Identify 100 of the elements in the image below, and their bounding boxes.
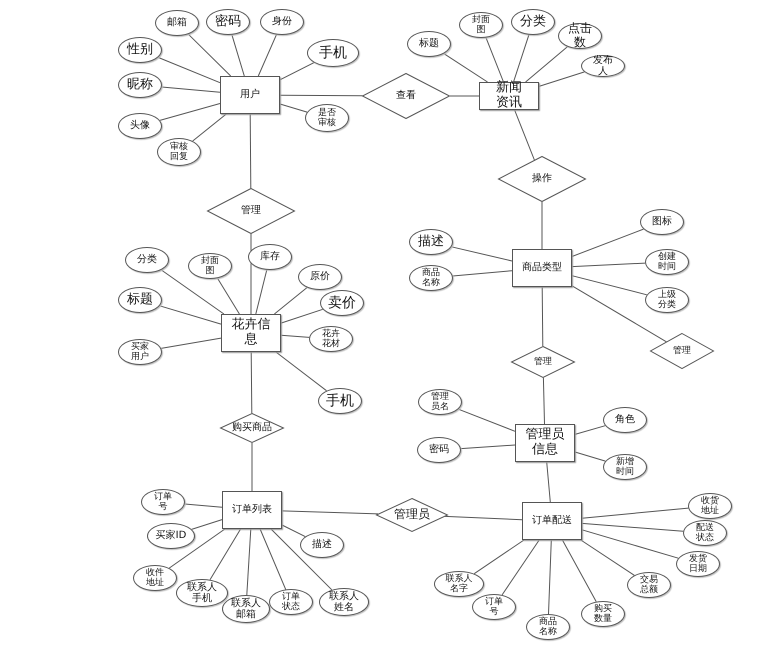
connector-line: [159, 103, 220, 121]
connector-line: [258, 34, 277, 76]
connector-line: [160, 269, 224, 314]
attribute-ellipse: 封面图: [188, 253, 232, 279]
connector-line: [451, 246, 512, 262]
attribute-ellipse: 花卉花材: [309, 326, 353, 352]
connector-line: [474, 540, 524, 574]
attribute-ellipse: 分类: [125, 247, 169, 273]
connector-line: [282, 510, 379, 514]
connector-line: [192, 114, 227, 142]
connector-line: [572, 275, 648, 296]
entity-box: 管理员信息: [515, 424, 575, 462]
connector-line: [210, 528, 242, 580]
attribute-ellipse: 订单号: [141, 489, 185, 515]
connector-line: [280, 308, 324, 324]
entity-box: 新闻资讯: [479, 82, 539, 110]
connector-line: [250, 352, 252, 414]
connector-line: [158, 56, 220, 84]
attribute-ellipse: 新增时间: [603, 454, 647, 480]
relationship-diamond: 操作: [498, 156, 586, 202]
attribute-ellipse: 联系人手机: [176, 579, 228, 607]
connector-line: [513, 34, 530, 82]
connector-line: [525, 46, 568, 82]
attribute-ellipse: 审核回复: [157, 138, 201, 166]
connector-line: [270, 528, 332, 590]
attribute-ellipse: 联系人姓名: [319, 588, 369, 616]
connector-line: [486, 37, 504, 82]
connector-line: [188, 34, 232, 76]
attribute-ellipse: 订单状态: [269, 589, 313, 615]
connector-line: [542, 377, 545, 424]
attribute-ellipse: 商品名称: [526, 614, 570, 640]
attribute-ellipse: 角色: [603, 407, 647, 433]
connector-line: [502, 540, 540, 596]
attribute-ellipse: 昵称: [118, 72, 162, 98]
attribute-ellipse: 头像: [118, 113, 162, 139]
attribute-ellipse: 管理员名: [418, 389, 462, 415]
entity-box: 订单列表: [222, 491, 282, 529]
connector-line: [282, 524, 306, 538]
attribute-ellipse: 手机: [318, 388, 362, 414]
connector-line: [443, 53, 488, 82]
relationship-diamond: 管理: [511, 346, 575, 378]
connector-line: [514, 110, 535, 160]
connector-line: [572, 285, 667, 342]
connector-line: [160, 338, 222, 349]
connector-line: [582, 522, 684, 532]
attribute-ellipse: 发货日期: [676, 551, 720, 577]
connector-line: [546, 462, 551, 502]
attribute-ellipse: 邮箱: [155, 10, 199, 36]
relationship-diamond: 管理员: [376, 498, 448, 532]
connector-line: [452, 270, 512, 276]
connector-line: [574, 452, 606, 462]
connector-line: [159, 305, 222, 325]
attribute-ellipse: 是否审核: [305, 104, 349, 132]
connector-line: [542, 286, 544, 347]
attribute-ellipse: 卖价: [320, 290, 364, 316]
attribute-ellipse: 手机: [307, 39, 359, 67]
attribute-ellipse: 收件地址: [133, 565, 177, 591]
attribute-ellipse: 订单号: [472, 594, 516, 620]
connector-line: [161, 86, 220, 93]
attribute-ellipse: 上级分类: [645, 287, 689, 313]
attribute-ellipse: 性别: [118, 37, 162, 63]
connector-line: [184, 504, 222, 508]
connector-line: [582, 508, 689, 519]
attribute-ellipse: 买家用户: [118, 339, 162, 365]
relationship-diamond: 购买商品: [220, 413, 284, 443]
connector-line: [574, 425, 606, 435]
attribute-ellipse: 密码: [206, 9, 250, 35]
connector-line: [562, 540, 597, 602]
connector-line: [250, 114, 252, 189]
relationship-diamond: 管理: [207, 188, 295, 234]
connector-line: [572, 262, 646, 268]
connector-line: [275, 352, 327, 392]
connector-line: [260, 528, 286, 590]
connector-line: [246, 528, 252, 596]
connector-line: [572, 228, 644, 257]
connector-line: [191, 519, 222, 530]
attribute-ellipse: 发布人: [581, 55, 625, 77]
relationship-diamond: 管理: [650, 333, 714, 369]
connector-line: [280, 62, 315, 80]
attribute-ellipse: 收货地址: [688, 493, 732, 519]
attribute-ellipse: 联系人邮箱: [222, 595, 270, 623]
connector-line: [444, 516, 522, 520]
connector-line: [580, 540, 635, 576]
connector-line: [460, 444, 516, 450]
connector-line: [582, 529, 679, 559]
connector-line: [548, 540, 552, 614]
attribute-ellipse: 描述: [409, 229, 453, 255]
entity-box: 花卉信息: [221, 314, 281, 352]
connector-line: [280, 104, 308, 113]
attribute-ellipse: 交易总额: [627, 572, 671, 598]
entity-box: 订单配送: [522, 502, 582, 540]
attribute-ellipse: 描述: [300, 532, 344, 558]
attribute-ellipse: 标题: [118, 287, 162, 313]
connector-line: [280, 334, 310, 338]
connector-line: [255, 269, 268, 314]
attribute-ellipse: 分类: [511, 9, 555, 35]
connector-line: [280, 94, 363, 96]
entity-box: 用户: [220, 76, 280, 114]
relationship-diamond: 查看: [362, 73, 450, 119]
attribute-ellipse: 买家ID: [147, 523, 195, 549]
